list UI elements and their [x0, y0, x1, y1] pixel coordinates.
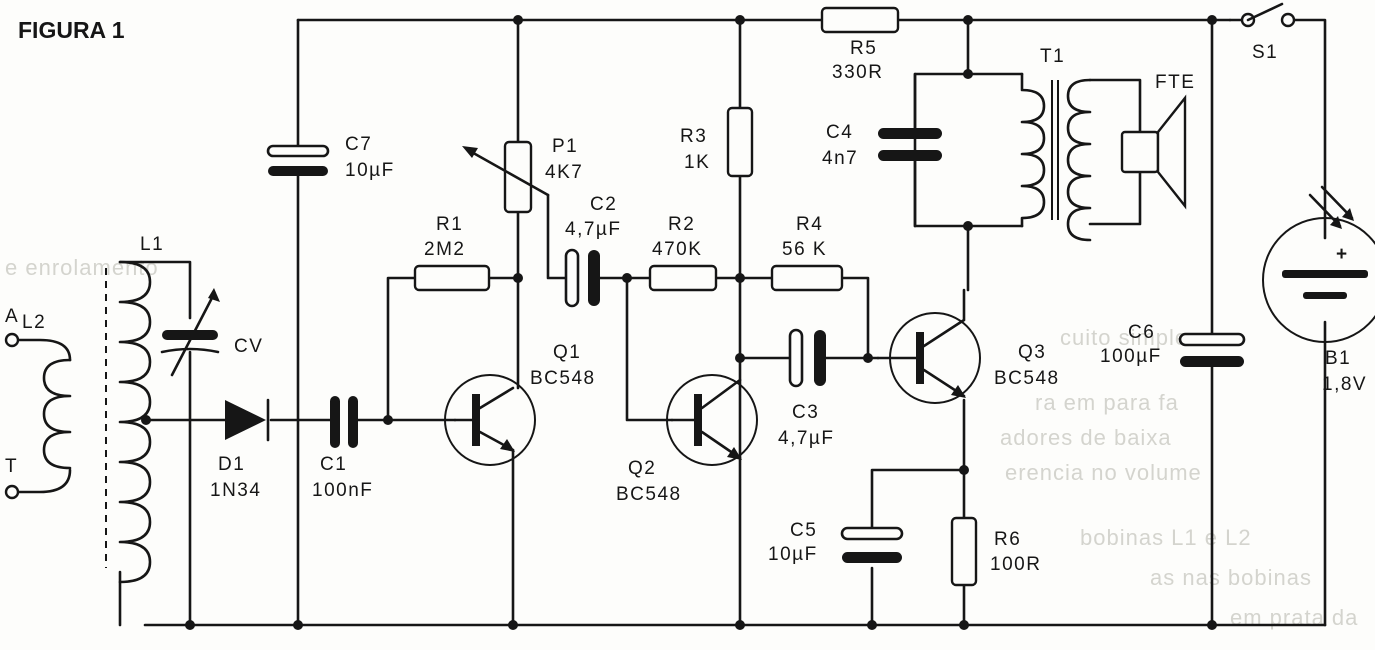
- cv-label: CV: [234, 336, 263, 357]
- b1-label: B1: [1325, 348, 1351, 369]
- battery-b1: +: [1262, 185, 1375, 343]
- cv-wire: [118, 260, 192, 627]
- ground-terminal[interactable]: [4, 484, 20, 500]
- capacitor-c3: [788, 328, 826, 388]
- resistor-r6: [950, 516, 978, 587]
- c6-value: 100µF: [1100, 346, 1162, 367]
- r2-value: 470K: [652, 239, 702, 260]
- c4-value: 4n7: [822, 148, 858, 169]
- c5-wire: [870, 468, 966, 627]
- d1-value: 1N34: [210, 480, 261, 501]
- q2-label: Q2: [628, 458, 656, 479]
- ghost-text-3: adores de baixa: [1000, 425, 1172, 450]
- r6-label: R6: [994, 529, 1021, 550]
- d1-label: D1: [218, 454, 245, 475]
- b1-value: 1,8V: [1322, 374, 1367, 395]
- r4-value: 56 K: [782, 239, 827, 260]
- q2-base-wire: [625, 276, 674, 422]
- capacitor-c2: [564, 248, 600, 308]
- capacitor-c5: [840, 526, 904, 563]
- c3-value: 4,7µF: [778, 428, 834, 449]
- battery-plus: +: [1336, 244, 1349, 265]
- p1-value: 4K7: [545, 162, 583, 183]
- l2-label: L2: [22, 312, 46, 333]
- r1-wire: [386, 276, 520, 422]
- ghost-text-5: bobinas L1 e L2: [1080, 525, 1252, 550]
- q1-label: Q1: [553, 342, 581, 363]
- s1-label: S1: [1252, 42, 1278, 63]
- c4-label: C4: [826, 122, 853, 143]
- diode-d1: [225, 398, 270, 442]
- resistor-r1: [413, 264, 491, 292]
- ghost-text-2: ra em para fa: [1035, 390, 1179, 415]
- r3-label: R3: [680, 126, 707, 147]
- q3-label: Q3: [1018, 342, 1046, 363]
- c3-label: C3: [792, 402, 819, 423]
- capacitor-c7: [266, 144, 330, 176]
- r3-value: 1K: [684, 152, 710, 173]
- p1-label: P1: [552, 136, 578, 157]
- q3-value: BC548: [994, 368, 1060, 389]
- resistor-r3: [726, 106, 754, 178]
- t1-label: T1: [1040, 46, 1065, 67]
- r4-label: R4: [796, 214, 823, 235]
- switch-s1[interactable]: [1240, 2, 1296, 28]
- c6-label: C6: [1128, 322, 1155, 343]
- capacitor-c4: [878, 128, 942, 161]
- q2-value: BC548: [616, 484, 682, 505]
- c2-value: 4,7µF: [565, 219, 621, 240]
- c2-label: C2: [590, 194, 617, 215]
- c5-label: C5: [790, 520, 817, 541]
- c7-value: 10µF: [345, 160, 395, 181]
- r1-label: R1: [436, 214, 463, 235]
- ground-label: T: [5, 456, 18, 477]
- r6-value: 100R: [990, 554, 1041, 575]
- c5-value: 10µF: [768, 544, 818, 565]
- resistor-r4: [770, 264, 844, 292]
- coil-l1: [105, 260, 152, 584]
- r5-label: R5: [850, 38, 877, 59]
- l1-label: L1: [140, 234, 164, 255]
- junctions: [141, 15, 1217, 630]
- background-text: cuito simples ra em para fa adores de ba…: [5, 255, 1357, 630]
- fte-label: FTE: [1155, 72, 1195, 93]
- variable-capacitor-cv: [160, 288, 220, 377]
- r5-value: 330R: [832, 62, 883, 83]
- capacitor-c6: [1178, 332, 1246, 367]
- coil-l2: [42, 358, 72, 470]
- c1-label: C1: [320, 454, 347, 475]
- antenna-terminal[interactable]: [4, 332, 20, 348]
- capacitor-c1: [330, 396, 358, 448]
- ghost-text-1: cuito simples: [1060, 325, 1200, 350]
- q1-value: BC548: [530, 368, 596, 389]
- r2-label: R2: [668, 214, 695, 235]
- c7-label: C7: [345, 134, 372, 155]
- r1-value: 2M2: [424, 239, 465, 260]
- transformer-t1: [1020, 72, 1142, 242]
- l2-leads: [10, 338, 72, 494]
- resistor-r5: [820, 6, 900, 34]
- c1-value: 100nF: [312, 480, 373, 501]
- transistor-q3: [876, 288, 981, 404]
- ghost-text-4: erencia no volume: [1005, 460, 1202, 485]
- ghost-text-8: e enrolamento: [5, 255, 159, 280]
- resistor-r2: [648, 264, 718, 292]
- figure-title: FIGURA 1: [18, 17, 125, 43]
- antenna-label: A: [5, 306, 19, 327]
- ghost-text-6: as nas bobinas: [1150, 565, 1312, 590]
- transistor-q2: [666, 374, 758, 466]
- potentiometer-p1: [462, 140, 550, 214]
- speaker-fte: [1120, 94, 1187, 210]
- transistor-q1: [444, 374, 536, 466]
